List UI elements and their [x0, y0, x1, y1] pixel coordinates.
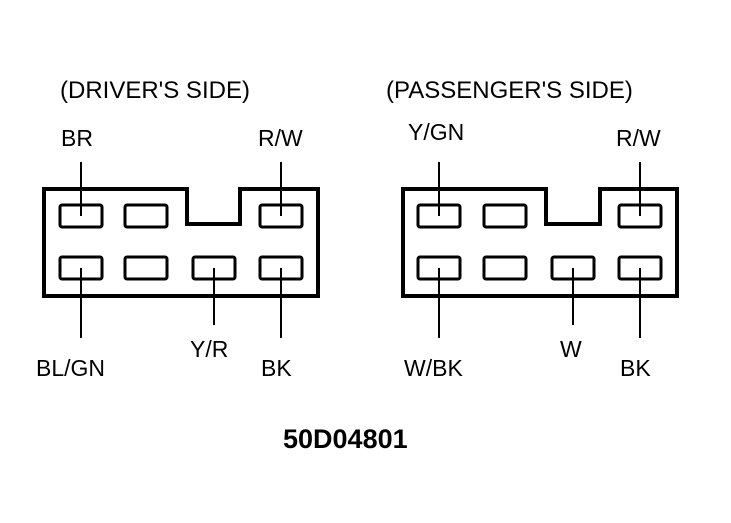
- passenger-label-top-right: R/W: [616, 125, 661, 151]
- passenger-label-bottom-left: W/BK: [404, 355, 463, 381]
- driver-label-top-left: BR: [61, 125, 93, 151]
- driver-label-bottom-third: Y/R: [190, 336, 228, 362]
- passenger-side-connector: [401, 162, 679, 338]
- passenger-label-bottom-right: BK: [620, 355, 651, 381]
- figure-code: 50D04801: [283, 424, 408, 454]
- driver-side-connector: [42, 162, 320, 338]
- driver-pin-top-2: [123, 203, 169, 229]
- passenger-connector-outline: [401, 187, 679, 298]
- driver-label-top-right: R/W: [258, 125, 303, 151]
- driver-side-title: (DRIVER'S SIDE): [60, 77, 250, 104]
- passenger-side-title: (PASSENGER'S SIDE): [386, 77, 633, 104]
- driver-pin-bottom-2: [123, 255, 169, 281]
- passenger-label-top-left: Y/GN: [408, 119, 464, 145]
- driver-label-bottom-left: BL/GN: [36, 355, 105, 381]
- passenger-pin-bottom-2: [482, 255, 528, 281]
- driver-connector-outline: [42, 187, 320, 298]
- driver-label-bottom-right: BK: [261, 355, 292, 381]
- passenger-label-bottom-third: W: [560, 336, 582, 362]
- passenger-pin-top-2: [482, 203, 528, 229]
